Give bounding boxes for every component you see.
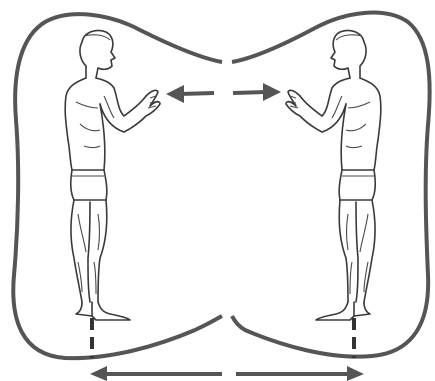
left-figure: [65, 30, 160, 320]
top-arrow-left: [166, 85, 214, 103]
boundary-outline-left: [13, 14, 222, 358]
bottom-double-arrow: [90, 366, 364, 381]
boundary-outline-right: [232, 13, 430, 357]
right-figure: [286, 30, 381, 320]
top-arrow-right: [233, 83, 281, 101]
